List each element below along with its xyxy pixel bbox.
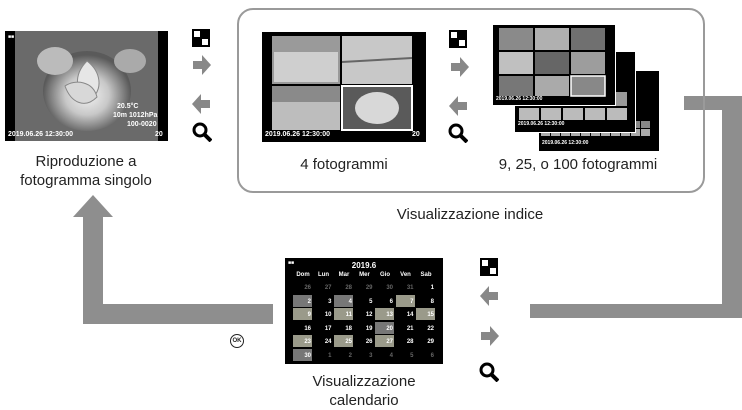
calendar-day[interactable]: 13 (375, 308, 394, 320)
calendar-day[interactable]: 25 (334, 335, 353, 347)
single-frame-label: Riproduzione a fotogramma singolo (0, 152, 172, 190)
connector-index-to-calendar-vertical (722, 96, 742, 318)
single-frame-label-line1: Riproduzione a (35, 153, 137, 170)
calendar-day[interactable]: 4 (334, 294, 353, 307)
connector-index-to-calendar-bottom (530, 304, 742, 318)
calendar-day[interactable]: 11 (334, 308, 353, 320)
calendar-day[interactable]: 2 (293, 294, 312, 307)
calendar-day[interactable]: 29 (427, 339, 434, 345)
calendar-label: Visualizzazione calendario (280, 372, 448, 410)
arrow-right-icon-2 (451, 57, 469, 77)
calendar-day[interactable]: 18 (345, 325, 352, 332)
connector-calendar-to-single-horizontal (83, 304, 273, 324)
calendar-label-line2: calendario (329, 392, 399, 409)
four-frames-timestamp: 2019.06.26 12:30:00 (265, 131, 330, 138)
calendar-weekday: Mar (338, 272, 350, 278)
calendar-day[interactable]: 21 (406, 325, 414, 332)
single-top-icon: ■■ (8, 34, 15, 40)
single-iso: 100-0020 (127, 121, 157, 128)
calendar-day[interactable]: 6 (389, 298, 393, 305)
single-depth: 10m (113, 112, 128, 119)
calendar-weekday: Sab (420, 272, 432, 278)
rose-photo (15, 31, 158, 141)
calendar-day[interactable]: 1 (328, 352, 332, 359)
calendar-day[interactable]: 12 (365, 312, 373, 318)
calendar-weekday: Mer (359, 272, 370, 278)
calendar-day[interactable]: 4 (389, 352, 393, 359)
calendar-day[interactable]: 29 (365, 285, 373, 291)
calendar-day[interactable]: 10 (324, 312, 332, 318)
arrow-left-icon (192, 94, 210, 114)
single-frame-screen[interactable]: ■■ 20.5°C 10m 1012hPa 100-0020 2019.06.2… (5, 31, 168, 141)
arrow-left-icon-2 (449, 96, 467, 116)
index-grid-icon-2[interactable] (449, 30, 467, 48)
connector-calendar-to-single-vertical (83, 215, 103, 324)
calendar-day[interactable]: 30 (386, 285, 393, 291)
four-frames-label: 4 fotogrammi (300, 156, 388, 173)
calendar-day[interactable]: 5 (369, 298, 373, 305)
calendar-day[interactable]: 30 (293, 348, 312, 361)
calendar-day[interactable]: 20 (375, 321, 394, 334)
calendar-title: 2019.6 (351, 261, 377, 270)
nine-frames-screen[interactable]: 2019.06.26 12:30:00 (492, 24, 616, 106)
calendar-weekday: Gio (380, 272, 390, 278)
four-frames-screen[interactable]: 2019.06.26 12:30:00 20 (262, 32, 426, 142)
calendar-weekday: Dom (296, 272, 310, 278)
calendar-day[interactable]: 31 (406, 285, 414, 291)
calendar-day[interactable]: 23 (293, 335, 312, 347)
calendar-day[interactable]: 2 (348, 352, 352, 359)
ok-button-icon[interactable]: OK (230, 334, 244, 348)
calendar-day[interactable]: 26 (365, 339, 373, 345)
magnifier-icon[interactable] (192, 122, 212, 142)
single-timestamp: 2019.06.26 12:30:00 (8, 131, 73, 138)
magnifier-icon-2[interactable] (448, 123, 468, 143)
single-frame-label-line2: fotogramma singolo (20, 172, 152, 189)
calendar-day[interactable]: 24 (324, 339, 332, 345)
calendar-day[interactable]: 3 (328, 298, 332, 305)
calendar-day[interactable]: 1 (430, 285, 434, 291)
calendar-day[interactable]: 27 (324, 285, 332, 291)
calendar-day[interactable]: 7 (395, 294, 415, 307)
calendar-day[interactable]: 19 (365, 325, 373, 332)
index-group-title: Visualizzazione indice (396, 206, 544, 223)
index-group-box (237, 8, 705, 193)
calendar-day[interactable]: 28 (345, 285, 352, 291)
calendar-day[interactable]: 17 (324, 325, 332, 332)
magnifier-icon-3[interactable] (479, 362, 499, 382)
calendar-day[interactable]: 15 (416, 308, 435, 320)
hundred-frames-timestamp: 2019.06.26 12:30:00 (542, 140, 589, 146)
calendar-day[interactable]: 5 (410, 352, 414, 359)
calendar-day[interactable]: 28 (406, 339, 414, 345)
calendar-day[interactable]: 16 (304, 325, 311, 332)
calendar-day[interactable]: 26 (304, 285, 311, 291)
calendar-day[interactable]: 27 (375, 335, 394, 347)
single-frame-number: 20 (155, 131, 163, 138)
index-grid-icon-3[interactable] (480, 258, 498, 276)
calendar-day[interactable]: 8 (430, 298, 434, 305)
index-grid-icon[interactable] (192, 29, 210, 47)
connector-arrow-up (73, 195, 113, 217)
single-temp: 20.5°C (117, 103, 139, 110)
single-pressure: 1012hPa (129, 112, 158, 119)
calendar-day[interactable]: 6 (430, 352, 434, 359)
calendar-day[interactable]: 14 (406, 312, 414, 318)
calendar-weekday: Lun (318, 272, 329, 278)
nine-frames-timestamp: 2019.06.26 12:30:00 (496, 96, 543, 102)
calendar-day[interactable]: 3 (369, 352, 373, 359)
arrow-right-icon (193, 55, 211, 75)
arrow-right-icon-3 (481, 326, 499, 346)
calendar-day[interactable]: 9 (293, 308, 312, 320)
arrow-left-icon-3 (480, 286, 498, 306)
twentyfive-frames-timestamp: 2019.06.26 12:30:00 (518, 121, 565, 127)
calendar-weekday: Ven (400, 272, 411, 278)
multi-frames-label: 9, 25, o 100 fotogrammi (498, 156, 658, 173)
calendar-top-icon: ■■ (288, 260, 295, 266)
four-frames-number: 20 (412, 131, 420, 138)
nine-frames-grid (499, 28, 606, 97)
calendar-day[interactable]: 22 (427, 325, 434, 332)
calendar-label-line1: Visualizzazione (312, 373, 416, 390)
four-frames-grid (272, 36, 413, 131)
